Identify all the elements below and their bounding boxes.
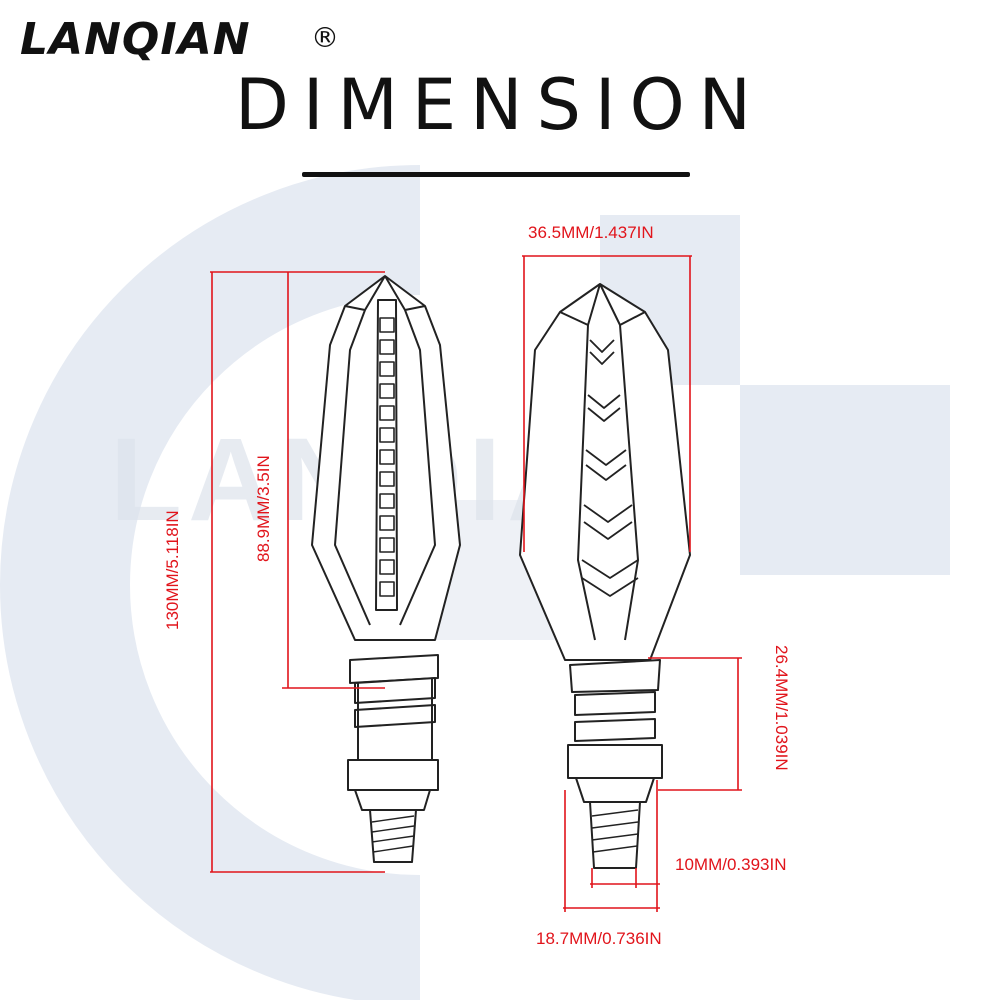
- left-thread-lines: [371, 815, 415, 853]
- left-base: [354, 789, 431, 811]
- right-lens-body: [519, 283, 691, 661]
- right-thread-lines: [591, 809, 639, 853]
- thread-diameter-line: [590, 868, 660, 888]
- title-underline: [302, 172, 690, 177]
- overall-length-label: 130MM/5.118IN: [163, 510, 182, 630]
- dimension-lines: [210, 255, 742, 912]
- left-collar: [349, 654, 439, 684]
- nut-width-line: [563, 780, 660, 912]
- right-nut: [567, 744, 663, 779]
- thread-diameter-label: 10MM/0.393IN: [675, 855, 787, 874]
- overall-length-line: [210, 271, 385, 873]
- width-label: 36.5MM/1.437IN: [528, 223, 654, 242]
- brand-logo: LANQIAN: [20, 14, 251, 65]
- left-led-array: [379, 317, 395, 597]
- left-thread: [369, 809, 417, 863]
- right-chevron-array: [581, 339, 639, 597]
- left-stem-rings: [354, 677, 436, 728]
- page-title: DIMENSION: [234, 64, 766, 146]
- right-collar: [569, 659, 661, 693]
- right-inner-lines: [559, 283, 646, 641]
- width-line: [522, 255, 692, 552]
- watermark-block-right: [740, 385, 950, 575]
- left-nut: [347, 759, 439, 791]
- left-lens-body: [311, 275, 461, 641]
- right-base: [575, 777, 655, 803]
- left-inner-lines: [334, 275, 436, 626]
- lens-length-line: [282, 272, 385, 689]
- stem-length-line: [648, 657, 742, 791]
- right-stem-rings: [574, 691, 656, 742]
- left-light-drawing: [311, 275, 461, 863]
- registered-mark: ®: [311, 21, 339, 54]
- nut-width-label: 18.7MM/0.736IN: [536, 929, 662, 948]
- left-stem: [357, 678, 433, 760]
- lens-length-label: 88.9MM/3.5IN: [254, 455, 273, 562]
- right-light-drawing: [519, 283, 691, 869]
- stem-length-label: 26.4MM/1.039IN: [772, 645, 791, 771]
- left-center-ridge: [375, 299, 398, 611]
